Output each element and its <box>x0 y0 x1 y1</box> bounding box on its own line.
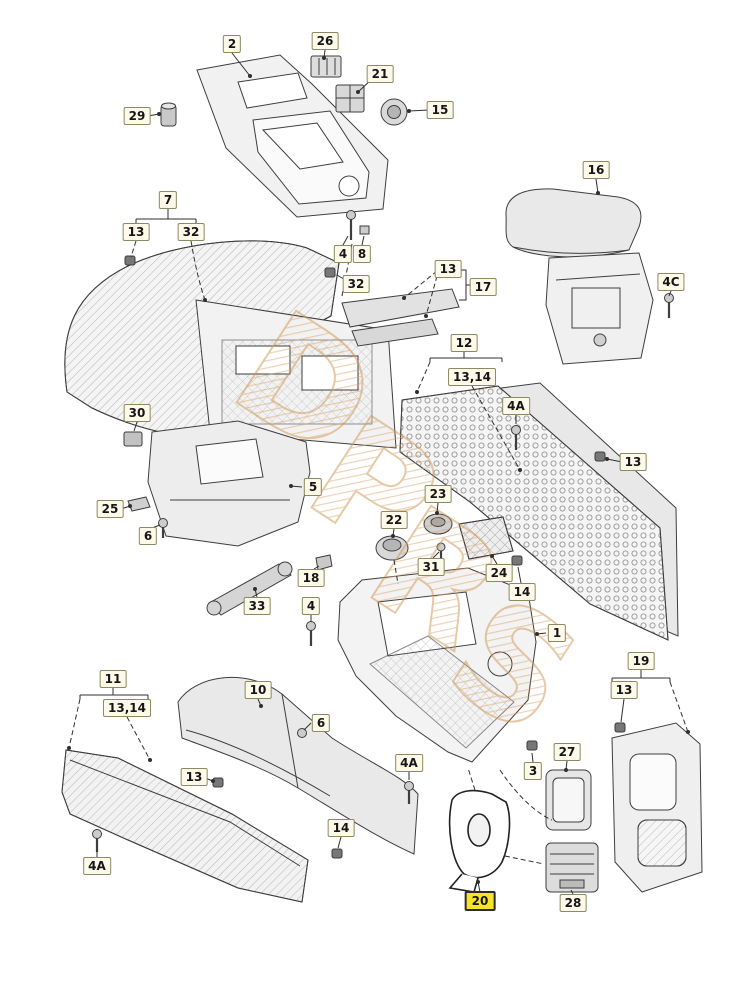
part-5-bracket <box>147 420 311 547</box>
part-20-bracket <box>448 789 511 893</box>
part-29-knob <box>160 102 177 127</box>
callout-11-13-14[interactable]: 13,14 <box>103 699 151 717</box>
part-21-switch-block <box>335 84 365 113</box>
clip-13-left-icon <box>124 255 136 266</box>
callout-21[interactable]: 21 <box>366 65 394 83</box>
part-12-mat <box>399 382 679 641</box>
callout-25[interactable]: 25 <box>96 500 124 518</box>
part-19-rear-panel <box>611 722 703 893</box>
callout-27[interactable]: 27 <box>553 743 581 761</box>
callout-12[interactable]: 12 <box>450 334 478 352</box>
part-17-rail <box>341 288 460 347</box>
callout-4a-bottom[interactable]: 4A <box>83 857 111 875</box>
callout-7[interactable]: 7 <box>158 191 178 209</box>
callout-11[interactable]: 11 <box>99 670 127 688</box>
callout-8[interactable]: 8 <box>352 245 372 263</box>
callout-6-duct[interactable]: 6 <box>311 714 331 732</box>
callout-15[interactable]: 15 <box>426 101 454 119</box>
part-28-vent <box>545 842 599 893</box>
callout-19[interactable]: 19 <box>627 652 655 670</box>
callout-5[interactable]: 5 <box>303 478 323 496</box>
callout-4a-mid[interactable]: 4A <box>502 397 530 415</box>
callout-4c[interactable]: 4C <box>657 273 685 291</box>
callout-28[interactable]: 28 <box>559 894 587 912</box>
callout-7-13[interactable]: 13 <box>122 223 150 241</box>
callout-19-13[interactable]: 13 <box>610 681 638 699</box>
part-11-side-panel <box>61 749 309 903</box>
part-27-vent-housing <box>545 769 592 831</box>
clip-13-lower-icon <box>212 777 224 788</box>
part-1-console-body <box>337 567 537 763</box>
part-7-side-panel <box>64 240 397 449</box>
clip-32-icon <box>324 267 336 278</box>
screw-4-top-icon <box>346 210 356 240</box>
callout-20-selected[interactable]: 20 <box>464 891 496 911</box>
part-25-plate <box>127 496 151 512</box>
part-15-knob <box>380 98 408 126</box>
screw-4a-bottom-icon <box>92 829 102 852</box>
callout-13-rail[interactable]: 13 <box>434 260 462 278</box>
nut-8-icon <box>359 225 370 235</box>
screw-4-mid-icon <box>306 621 316 646</box>
part-30-block <box>123 431 143 447</box>
part-2-trim-plate <box>196 54 389 218</box>
callout-4-mid[interactable]: 4 <box>301 597 321 615</box>
callout-22[interactable]: 22 <box>380 511 408 529</box>
part-26-grille <box>310 55 342 78</box>
callout-31[interactable]: 31 <box>417 558 445 576</box>
callout-30[interactable]: 30 <box>123 404 151 422</box>
callout-14-lower[interactable]: 14 <box>327 819 355 837</box>
nut-6-duct-icon <box>297 728 307 738</box>
callout-14-mid[interactable]: 14 <box>508 583 536 601</box>
screw-6-left-icon <box>158 518 168 538</box>
part-10-air-duct <box>177 676 419 855</box>
callout-13-lower[interactable]: 13 <box>180 768 208 786</box>
screw-4a-duct-icon <box>404 781 414 804</box>
callout-3[interactable]: 3 <box>523 762 543 780</box>
clip-13-panel19-icon <box>614 722 626 733</box>
part-23-cup <box>423 513 453 535</box>
part-22-cup <box>375 535 409 561</box>
screw-4c-icon <box>664 293 674 318</box>
clip-14-lower-icon <box>331 848 343 859</box>
callout-12-13-14[interactable]: 13,14 <box>448 368 496 386</box>
callout-18[interactable]: 18 <box>297 569 325 587</box>
callout-24[interactable]: 24 <box>485 564 513 582</box>
part-33-strap <box>206 561 293 616</box>
callout-7-32[interactable]: 32 <box>177 223 205 241</box>
callout-4-top[interactable]: 4 <box>333 245 353 263</box>
clip-13-right-icon <box>594 451 606 462</box>
callout-6-left[interactable]: 6 <box>138 527 158 545</box>
callout-1[interactable]: 1 <box>547 624 567 642</box>
callout-4a-duct[interactable]: 4A <box>395 754 423 772</box>
callout-23[interactable]: 23 <box>424 485 452 503</box>
callout-26[interactable]: 26 <box>311 32 339 50</box>
callout-32[interactable]: 32 <box>342 275 370 293</box>
clip-3-icon <box>526 740 538 751</box>
clip-14-mid-icon <box>511 555 523 566</box>
callout-17[interactable]: 17 <box>469 278 497 296</box>
callout-13-right[interactable]: 13 <box>619 453 647 471</box>
callout-16[interactable]: 16 <box>582 161 610 179</box>
callout-2[interactable]: 2 <box>222 35 242 53</box>
part-24-mat <box>458 516 514 560</box>
callout-10[interactable]: 10 <box>244 681 272 699</box>
screw-4a-mid-icon <box>511 425 521 450</box>
part-18-bracket <box>315 554 333 571</box>
callout-33[interactable]: 33 <box>243 597 271 615</box>
leader-lines <box>67 49 690 895</box>
callout-29[interactable]: 29 <box>123 107 151 125</box>
part-16-armrest <box>505 188 654 365</box>
